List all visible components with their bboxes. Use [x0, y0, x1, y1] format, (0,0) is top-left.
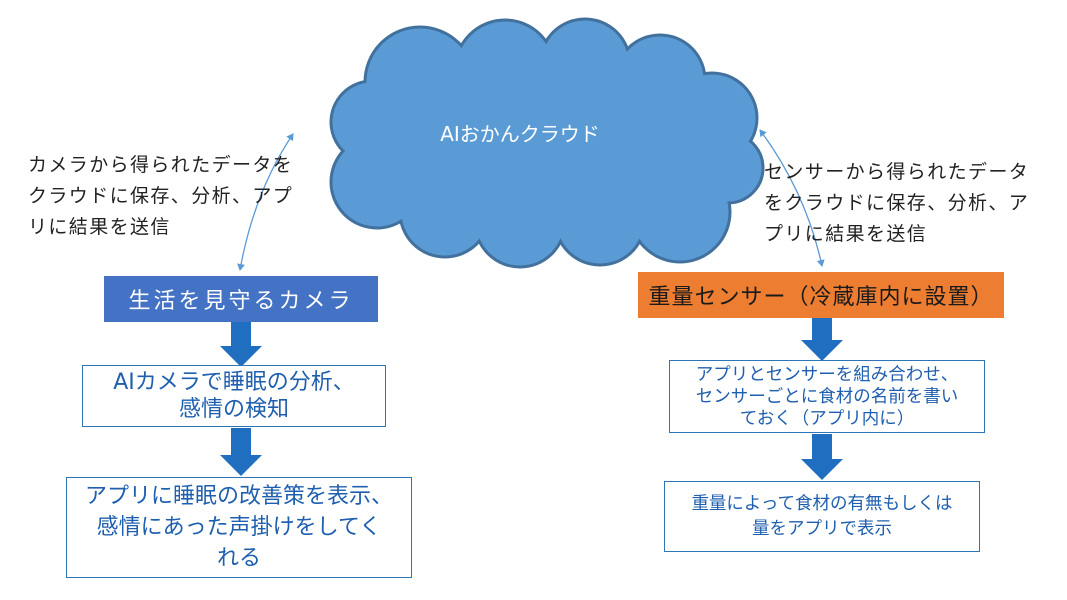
- note-line: プリに結果を送信: [764, 223, 928, 245]
- box-line: アプリとセンサーを組み合わせ、: [695, 364, 959, 385]
- note-line: リに結果を送信: [28, 216, 171, 238]
- cloud-label: AIおかんクラウド: [440, 122, 600, 146]
- sensor-cloud-link-arrow: [759, 129, 825, 267]
- box-line: 感情にあった声掛けをしてく: [96, 515, 382, 540]
- box-line: 重量によって食材の有無もしくは: [691, 493, 953, 514]
- sensor-flow-arrow-1: [801, 317, 843, 361]
- cloud-shape: [329, 17, 765, 269]
- sensor-combine-box: アプリとセンサーを組み合わせ、 センサーごとに食材の名前を書い ておく（アプリ内…: [669, 360, 985, 433]
- sensor-weight-display-box: 重量によって食材の有無もしくは 量をアプリで表示: [664, 481, 980, 552]
- note-line: カメラから得られたデータを: [28, 154, 294, 176]
- box-line: センサーごとに食材の名前を書い: [695, 386, 959, 407]
- sensor-cloud-note: センサーから得られたデータ をクラウドに保存、分析、ア プリに結果を送信: [764, 157, 1059, 250]
- camera-cloud-link-arrow: [237, 133, 294, 271]
- note-line: センサーから得られたデータ: [764, 161, 1030, 183]
- camera-flow-arrow-1: [220, 321, 262, 367]
- camera-flow-arrow-2: [220, 428, 262, 476]
- box-line: AIカメラで睡眠の分析、: [113, 370, 355, 395]
- note-line: クラウドに保存、分析、アプ: [28, 185, 294, 207]
- note-line: をクラウドに保存、分析、ア: [764, 192, 1030, 214]
- camera-analysis-box: AIカメラで睡眠の分析、 感情の検知: [82, 365, 386, 427]
- box-line: ておく（アプリ内に）: [739, 408, 915, 429]
- box-line: 感情の検知: [178, 397, 289, 422]
- box-line: 量をアプリで表示: [752, 518, 892, 539]
- sensor-header-box: 重量センサー（冷蔵庫内に設置）: [638, 272, 1004, 318]
- sensor-flow-arrow-2: [801, 434, 843, 480]
- box-line: れる: [216, 546, 261, 571]
- box-line: アプリに睡眠の改善策を表示、: [84, 484, 393, 509]
- camera-app-display-box: アプリに睡眠の改善策を表示、 感情にあった声掛けをしてく れる: [66, 477, 412, 578]
- camera-header-box: 生活を見守るカメラ: [104, 276, 378, 322]
- camera-cloud-note: カメラから得られたデータを クラウドに保存、分析、アプ リに結果を送信: [28, 150, 318, 243]
